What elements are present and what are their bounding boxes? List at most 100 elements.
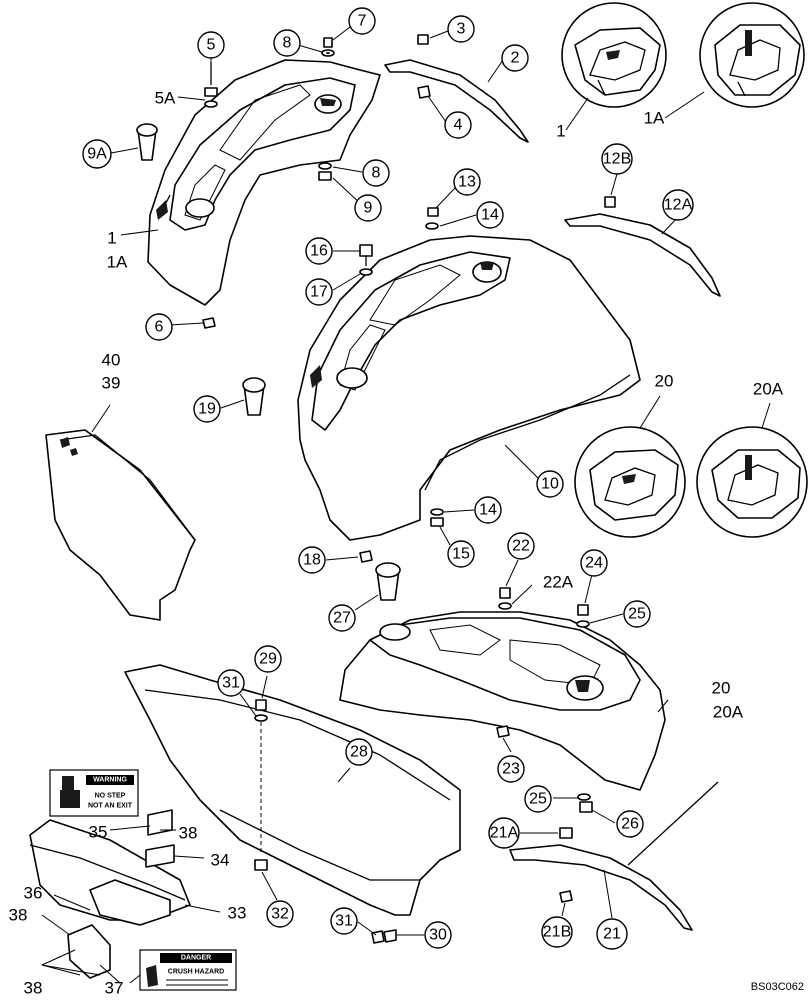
- svg-text:9: 9: [364, 200, 373, 217]
- svg-text:24: 24: [585, 555, 603, 572]
- callout-30: 30: [424, 921, 452, 949]
- bolt-30-31: [371, 929, 397, 944]
- clip-21b: [559, 890, 573, 903]
- svg-text:31: 31: [222, 675, 240, 692]
- warning-header: WARNING: [93, 777, 127, 784]
- label-38-bottom: 38: [24, 979, 43, 998]
- cup-19: [242, 377, 266, 416]
- label-1-detail: 1: [556, 122, 565, 141]
- svg-text:31: 31: [335, 913, 353, 930]
- label-37: 37: [105, 979, 124, 998]
- label-22a: 22A: [543, 573, 574, 592]
- svg-text:10: 10: [541, 476, 559, 493]
- washer-14-top: [425, 222, 439, 230]
- svg-text:14: 14: [481, 207, 499, 224]
- svg-text:8: 8: [372, 165, 381, 182]
- callout-24: 24: [580, 549, 608, 577]
- callout-12a: 12A: [662, 189, 694, 221]
- callout-15: 15: [447, 540, 475, 568]
- label-20a-detail: 20A: [753, 380, 784, 399]
- svg-text:21B: 21B: [543, 924, 571, 941]
- svg-text:16: 16: [310, 243, 328, 260]
- svg-text:6: 6: [155, 319, 164, 336]
- callout-21a: 21A: [488, 817, 520, 849]
- label-34: 34: [211, 851, 230, 870]
- callout-27: 27: [328, 604, 356, 632]
- svg-text:23: 23: [502, 761, 520, 778]
- callout-19: 19: [193, 395, 221, 423]
- fender-lower-right: [339, 611, 666, 791]
- label-1a-detail: 1A: [644, 109, 665, 128]
- svg-text:25: 25: [529, 791, 547, 808]
- callout-4: 4: [444, 111, 472, 139]
- bolt-21a: [559, 827, 573, 839]
- callout-16: 16: [305, 237, 333, 265]
- callout-21: 21: [596, 918, 628, 950]
- label-40: 40: [102, 351, 121, 370]
- callout-14-top: 14: [476, 201, 504, 229]
- callout-13: 13: [453, 168, 481, 196]
- detail-view-1: [561, 2, 667, 108]
- label-20: 20: [712, 679, 731, 698]
- svg-text:19: 19: [198, 401, 216, 418]
- svg-text:32: 32: [271, 906, 289, 923]
- warning-decal: WARNING NO STEP NOT AN EXIT: [49, 769, 139, 817]
- detail-view-20: [574, 426, 686, 538]
- callout-31-top: 31: [217, 669, 245, 697]
- svg-text:29: 29: [259, 651, 277, 668]
- nut-32: [254, 859, 268, 871]
- svg-text:18: 18: [303, 552, 321, 569]
- callout-28: 28: [345, 738, 373, 766]
- warning-line2: NOT AN EXIT: [88, 803, 133, 810]
- svg-text:25: 25: [628, 606, 646, 623]
- cup-9a: [136, 123, 158, 161]
- svg-text:21: 21: [603, 926, 621, 943]
- callout-9a: 9A: [82, 139, 112, 169]
- svg-text:14: 14: [479, 502, 497, 519]
- callout-18: 18: [298, 546, 326, 574]
- callout-2: 2: [501, 44, 529, 72]
- callout-14: 14: [474, 496, 502, 524]
- svg-text:12B: 12B: [603, 151, 631, 168]
- clip-18: [359, 550, 373, 563]
- strip-21: [509, 781, 719, 931]
- callout-25-top: 25: [623, 600, 651, 628]
- callout-7: 7: [348, 7, 376, 35]
- callout-22: 22: [507, 532, 535, 560]
- label-35: 35: [89, 823, 108, 842]
- bolt-13: [427, 207, 439, 217]
- washer-nut-25-26: [577, 793, 593, 813]
- svg-text:7: 7: [358, 13, 367, 30]
- callout-3: 3: [447, 15, 475, 43]
- danger-header: DANGER: [181, 955, 211, 962]
- label-38-mid: 38: [9, 906, 28, 925]
- fender-10: [297, 235, 641, 541]
- svg-text:12A: 12A: [664, 197, 693, 214]
- svg-text:17: 17: [310, 284, 328, 301]
- callout-10: 10: [536, 470, 564, 498]
- washer-17: [359, 268, 373, 276]
- strip-2: [384, 59, 529, 143]
- strip-12a: [564, 213, 721, 297]
- svg-text:4: 4: [454, 117, 463, 134]
- bolt-22: [498, 587, 512, 610]
- bolt-5: [204, 62, 218, 108]
- warning-line1: NO STEP: [95, 793, 126, 800]
- bolt-7: [323, 37, 333, 48]
- callout-26: 26: [616, 810, 644, 838]
- figure-code: BS03C062: [751, 981, 804, 993]
- danger-decal: DANGER CRUSH HAZARD: [139, 949, 237, 991]
- bolt-29-washer-31: [254, 699, 268, 855]
- callout-29: 29: [254, 645, 282, 673]
- step-assembly: [29, 809, 191, 979]
- svg-text:3: 3: [457, 21, 466, 38]
- callout-17: 17: [305, 278, 333, 306]
- cup-27: [375, 562, 401, 601]
- fender-upper-left: [147, 59, 381, 306]
- washer-8-top: [321, 49, 335, 57]
- svg-text:15: 15: [452, 546, 470, 563]
- callout-8-top: 8: [273, 29, 301, 57]
- svg-text:30: 30: [429, 927, 447, 944]
- svg-text:28: 28: [350, 744, 368, 761]
